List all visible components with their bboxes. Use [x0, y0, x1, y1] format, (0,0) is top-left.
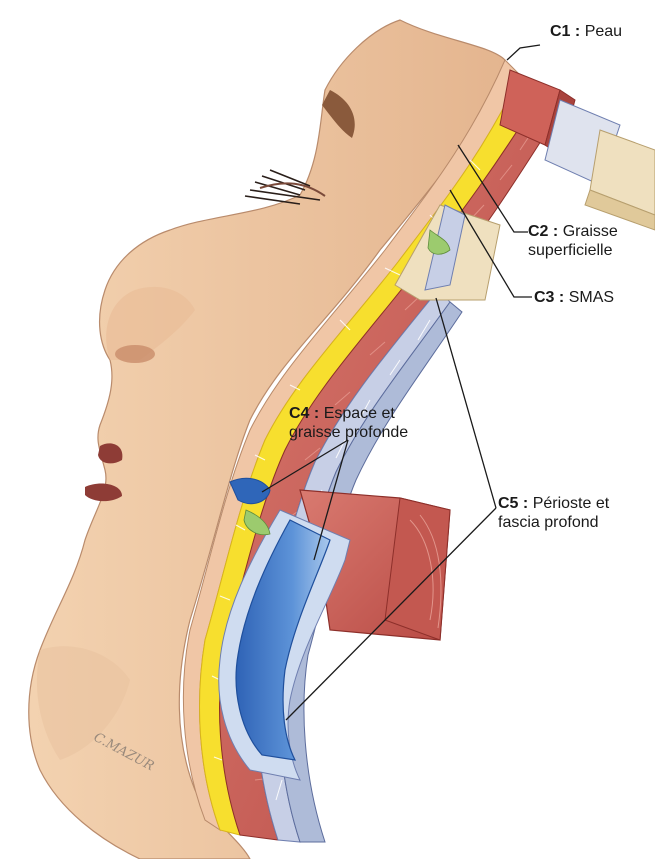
- label-c3: C3 : SMAS: [534, 288, 614, 307]
- label-c5-line2: fascia profond: [498, 514, 599, 531]
- label-c1: C1 : Peau: [550, 22, 622, 41]
- label-c2-code: C2 :: [528, 223, 558, 240]
- label-c4-code: C4 :: [289, 405, 319, 422]
- label-c5-code: C5 :: [498, 495, 528, 512]
- label-c4: C4 : Espace et graisse profonde: [289, 404, 408, 442]
- label-c1-code: C1 :: [550, 23, 580, 40]
- label-c5: C5 : Périoste et fascia profond: [498, 494, 609, 532]
- label-c2: C2 : Graisse superficielle: [528, 222, 618, 260]
- label-c2-text: Graisse: [563, 223, 618, 240]
- label-c4-line2: graisse profonde: [289, 424, 408, 441]
- c5-leader-a: [436, 298, 496, 508]
- label-c3-text: SMAS: [569, 289, 614, 306]
- label-c1-text: Peau: [585, 23, 622, 40]
- c1-leader: [507, 45, 540, 60]
- label-c5-text: Périoste et: [533, 495, 609, 512]
- label-c3-code: C3 :: [534, 289, 564, 306]
- nostril: [115, 345, 155, 363]
- label-c4-text: Espace et: [324, 405, 395, 422]
- label-c2-line2: superficielle: [528, 242, 612, 259]
